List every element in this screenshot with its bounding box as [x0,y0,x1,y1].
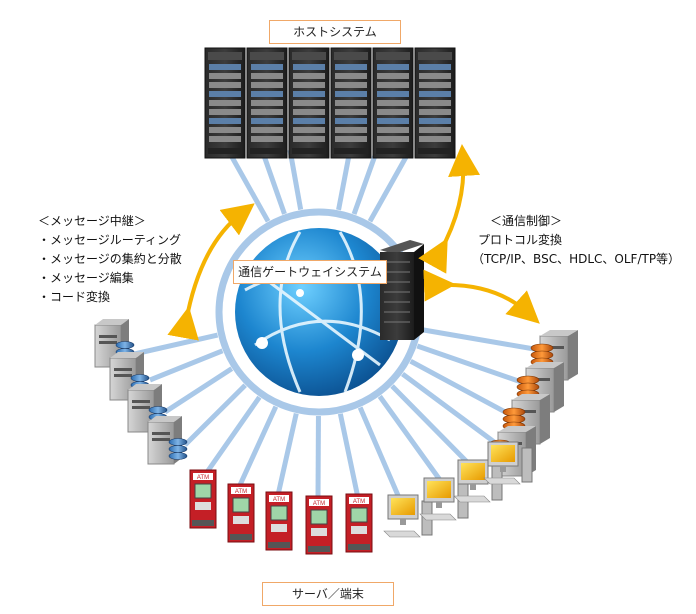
atm-icon: ATM [189,469,217,529]
right-database-servers [488,330,578,477]
message-relay-item: ・メッセージルーティング [38,233,182,247]
globe-icon [235,228,403,396]
server-rack-icon [204,47,246,159]
database-server-icon [147,416,188,465]
atm-sign-text: ATM [273,497,285,503]
server-terminal-label: サーバ／端末 [262,582,394,606]
message-relay-item: ・コード変換 [38,290,111,304]
pc-terminal-icon [419,477,469,521]
host-server-racks [204,47,456,159]
top-right-double-arrow [418,144,481,274]
communication-control-panel: ＜通信制御＞ プロトコル変換 （TCP/IP、BSC、HDLC、OLF/TP等） [472,212,680,269]
message-relay-panel: ＜メッセージ中継＞ ・メッセージルーティング ・メッセージの集約と分散 ・メッセ… [38,212,182,307]
protocol-list: （TCP/IP、BSC、HDLC、OLF/TP等） [472,252,681,266]
message-relay-item: ・メッセージ編集 [38,271,134,285]
atm-sign-text: ATM [313,501,325,507]
message-relay-heading: ＜メッセージ中継＞ [38,214,146,228]
message-relay-item: ・メッセージの集約と分散 [38,252,182,266]
atm-sign-text: ATM [197,475,209,481]
server-rack-icon [414,47,456,159]
server-rack-icon [330,47,372,159]
connection-lines [129,148,541,501]
atm-icon: ATM [265,491,293,551]
atm-terminals: ATM ATM ATM ATM ATM [189,469,373,555]
gateway-system-label: 通信ゲートウェイシステム [233,260,387,284]
atm-sign-text: ATM [353,499,365,505]
pc-terminals [383,441,533,538]
server-rack-icon [288,47,330,159]
atm-icon: ATM [305,495,333,555]
flow-arrows [167,144,540,341]
server-rack-icon [246,47,288,159]
left-database-servers [94,319,188,465]
atm-icon: ATM [345,493,373,553]
atm-sign-text: ATM [235,489,247,495]
server-rack-icon [372,47,414,159]
communication-control-heading: ＜通信制御＞ [490,214,563,228]
pc-terminal-icon [483,441,533,485]
protocol-conversion-label: プロトコル変換 [478,233,563,247]
left-double-arrow [167,203,255,341]
database-server-icon [530,330,578,381]
gateway-server-icon [380,240,424,340]
database-server-icon [109,352,150,401]
right-double-arrow [423,269,540,324]
host-system-label: ホストシステム [269,20,401,44]
atm-icon: ATM [227,483,255,543]
